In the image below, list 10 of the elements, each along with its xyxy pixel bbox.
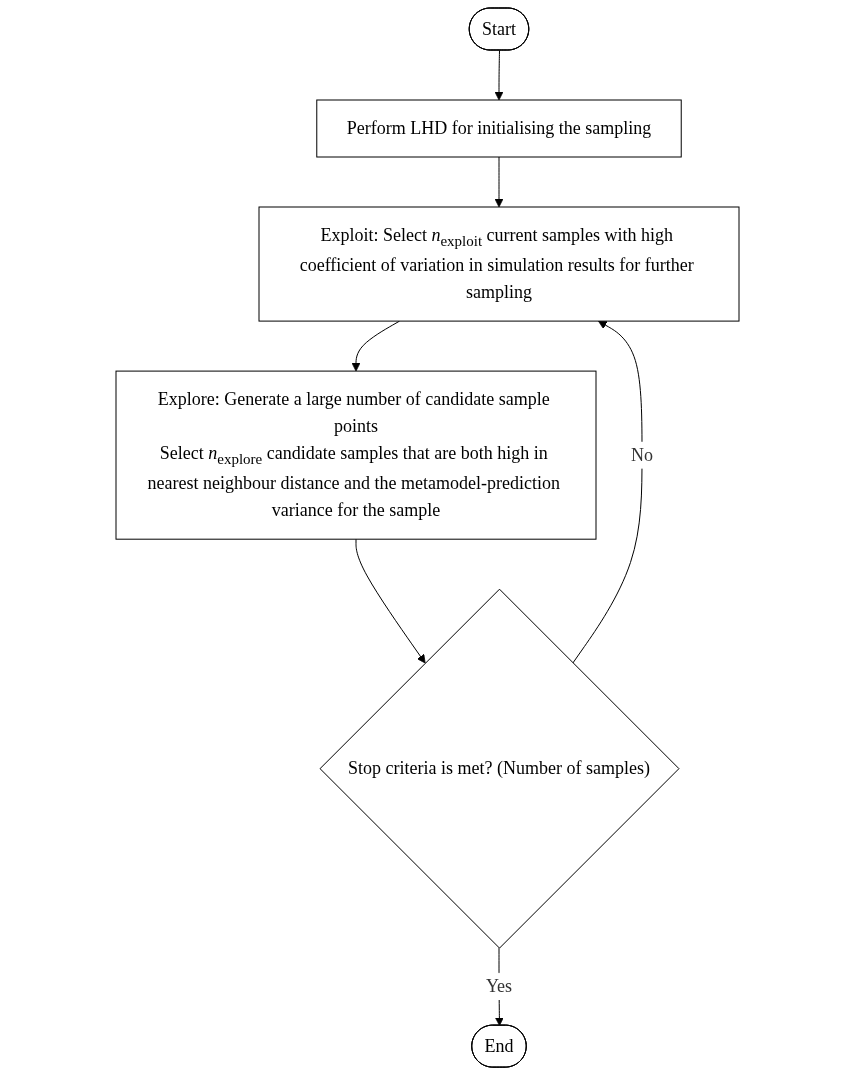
- edge-label: Yes: [485, 976, 513, 997]
- edge-label: No: [631, 444, 653, 465]
- arrow: [494, 156, 504, 208]
- node-box: Explore: Generate a large number of candidate sample points Select n$_{explore}$ candidate samples that are both high in nearest neighbour distance and the metamodel-prediction variance for the sample: [115, 370, 597, 540]
- arrow: [572, 320, 643, 664]
- arrow: [494, 50, 504, 101]
- node-box: Perform LHD for initialising the sampling: [316, 99, 682, 158]
- node-diamond: Stop criteria is met? (Number of samples): [319, 588, 680, 949]
- node-box: Exploit: Select n$_{exploit}$ current samples with high coefficient of variation in simulation results for further sampling: [258, 206, 740, 322]
- arrow: [355, 538, 426, 664]
